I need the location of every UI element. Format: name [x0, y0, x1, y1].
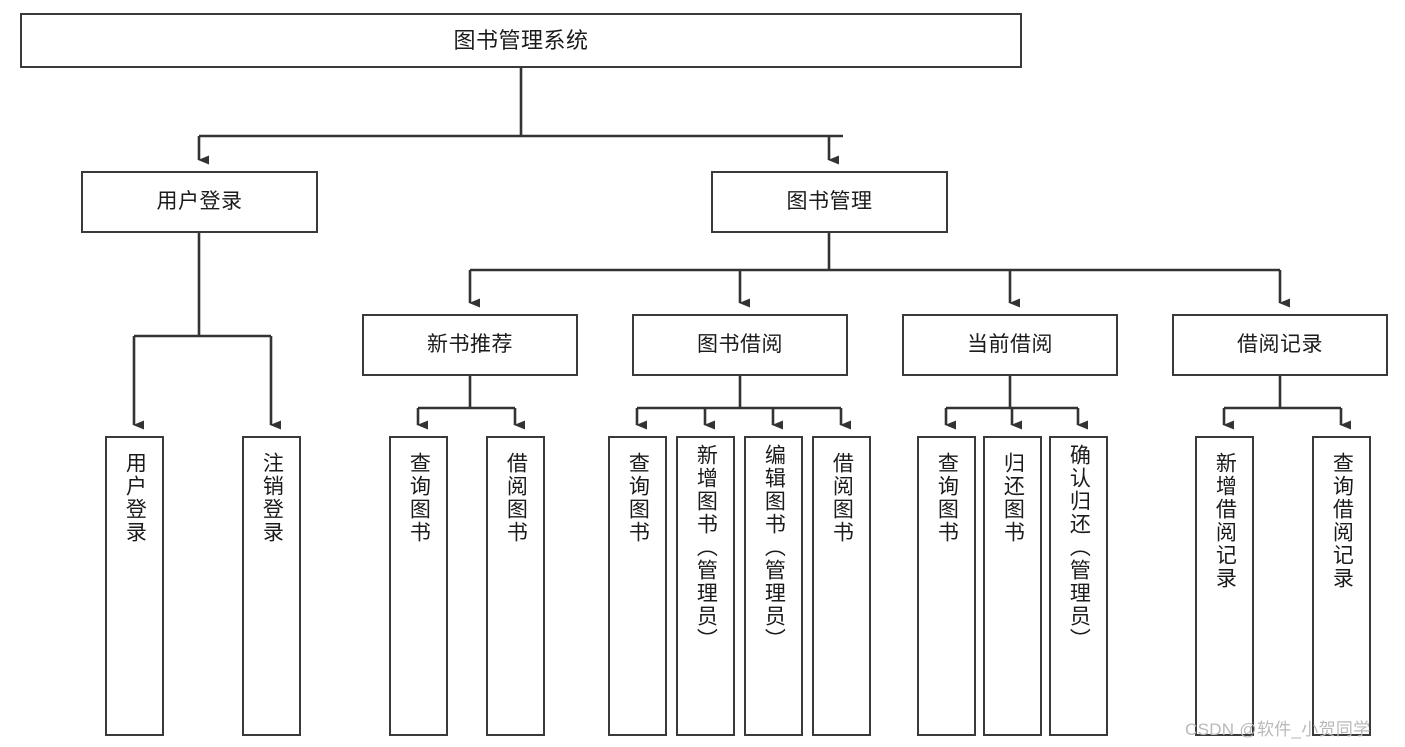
node-leaf-query-record[interactable]: 查询借阅记录 [1312, 436, 1371, 736]
node-leaf-query-record-label: 查询借阅记录 [1330, 452, 1354, 590]
node-new-book-recommend[interactable]: 新书推荐 [362, 314, 578, 376]
node-leaf-borrow-book-2[interactable]: 借阅图书 [812, 436, 871, 736]
node-leaf-query-book-3[interactable]: 查询图书 [917, 436, 976, 736]
node-book-manage-label: 图书管理 [786, 189, 873, 213]
node-leaf-query-book-1-label: 查询图书 [407, 452, 431, 544]
node-user-login[interactable]: 用户登录 [81, 171, 318, 233]
node-leaf-add-book-label: 新增图书（管理员） [694, 444, 718, 651]
node-current-borrow[interactable]: 当前借阅 [902, 314, 1118, 376]
node-leaf-query-book-2[interactable]: 查询图书 [608, 436, 667, 736]
node-leaf-add-book[interactable]: 新增图书（管理员） [676, 436, 735, 736]
node-root-label: 图书管理系统 [453, 27, 589, 53]
node-leaf-user-login[interactable]: 用户登录 [105, 436, 164, 736]
node-new-book-recommend-label: 新书推荐 [427, 332, 513, 356]
node-leaf-user-logout[interactable]: 注销登录 [242, 436, 301, 736]
node-book-borrow-label: 图书借阅 [697, 332, 783, 356]
node-leaf-add-record-label: 新增借阅记录 [1213, 452, 1237, 590]
node-leaf-borrow-book-1[interactable]: 借阅图书 [486, 436, 545, 736]
node-leaf-edit-book-label: 编辑图书（管理员） [762, 444, 786, 651]
watermark-text: CSDN @软件_小贺同学 [1185, 720, 1371, 739]
node-leaf-return-book-label: 归还图书 [1001, 452, 1025, 544]
node-borrow-record-label: 借阅记录 [1237, 332, 1323, 356]
node-borrow-record[interactable]: 借阅记录 [1172, 314, 1388, 376]
node-root[interactable]: 图书管理系统 [20, 13, 1022, 68]
node-leaf-add-record[interactable]: 新增借阅记录 [1195, 436, 1254, 736]
node-book-borrow[interactable]: 图书借阅 [632, 314, 848, 376]
node-current-borrow-label: 当前借阅 [967, 332, 1053, 356]
node-leaf-borrow-book-2-label: 借阅图书 [830, 452, 854, 544]
node-leaf-user-logout-label: 注销登录 [260, 452, 284, 544]
node-leaf-query-book-2-label: 查询图书 [626, 452, 650, 544]
node-leaf-user-login-label: 用户登录 [123, 452, 147, 544]
node-leaf-confirm-return-label: 确认归还（管理员） [1067, 444, 1091, 651]
node-leaf-query-book-1[interactable]: 查询图书 [389, 436, 448, 736]
node-leaf-borrow-book-1-label: 借阅图书 [504, 452, 528, 544]
node-book-manage[interactable]: 图书管理 [711, 171, 948, 233]
node-user-login-label: 用户登录 [156, 189, 243, 213]
node-leaf-confirm-return[interactable]: 确认归还（管理员） [1049, 436, 1108, 736]
node-leaf-edit-book[interactable]: 编辑图书（管理员） [744, 436, 803, 736]
node-leaf-query-book-3-label: 查询图书 [935, 452, 959, 544]
node-leaf-return-book[interactable]: 归还图书 [983, 436, 1042, 736]
